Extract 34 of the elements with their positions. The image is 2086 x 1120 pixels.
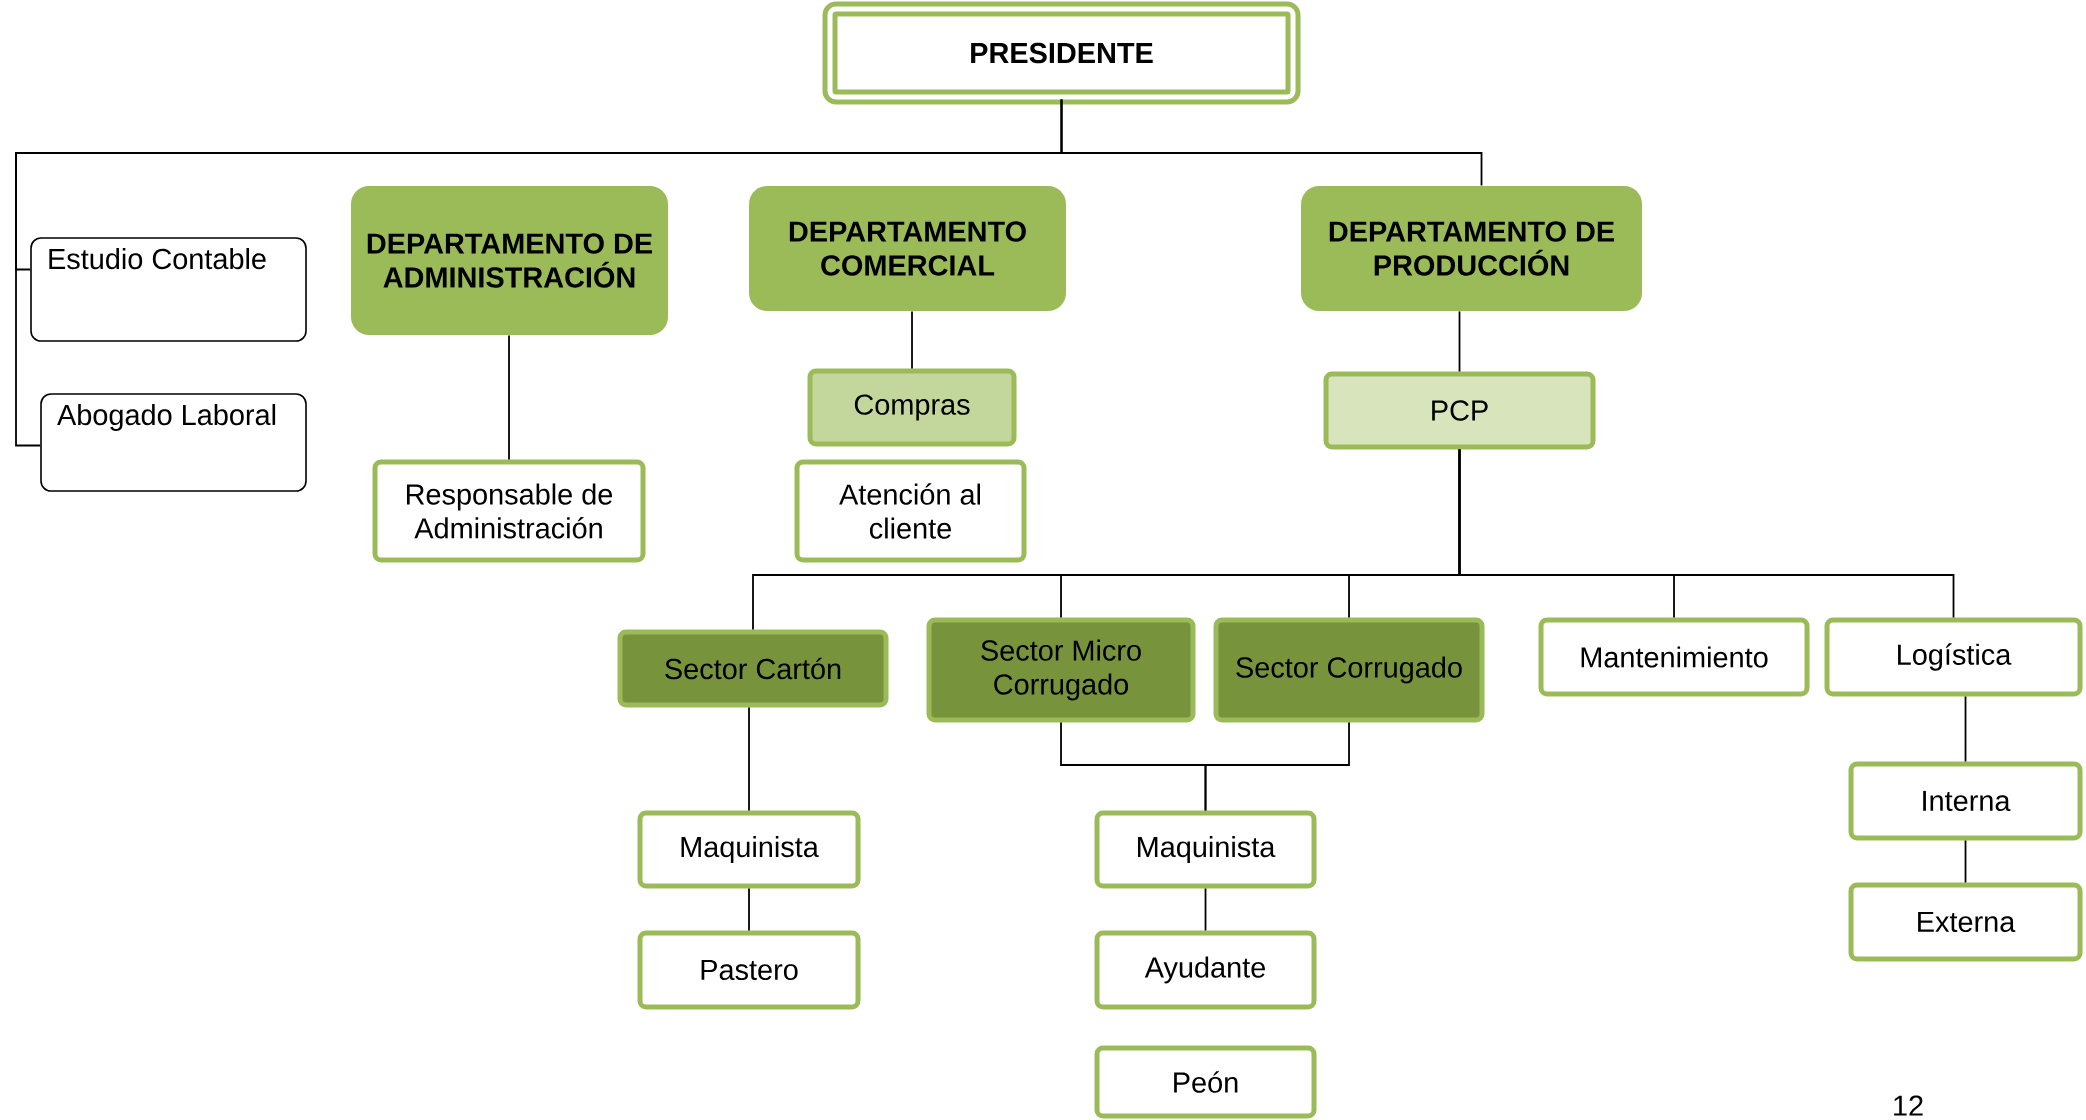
position-box: Pastero [637,930,861,1010]
sector-box: Sector Corrugado [1213,617,1485,723]
department-box: DEPARTAMENTO DE PRODUCCIÓN [1301,186,1642,311]
connector-line [1458,310,1461,373]
connector-line [748,887,750,932]
connector-line [911,310,913,370]
connector-line [1964,695,1967,763]
president-box: PRESIDENTE [822,1,1301,105]
position-box: Externa [1848,882,2083,962]
position-box: Atención al cliente [794,459,1027,563]
sector-box: Sector Cartón [617,629,889,708]
department-box: DEPARTAMENTO COMERCIAL [749,186,1066,311]
position-box: Compras [807,368,1017,447]
position-box: Maquinista [1094,810,1317,889]
department-box: DEPARTAMENTO DE ADMINISTRACIÓN [351,186,668,335]
position-box: Responsable de Administración [372,459,646,563]
position-box: Logística [1824,617,2083,697]
connector-line [1204,721,1350,812]
position-box: Mantenimiento [1538,617,1810,697]
connector-line [508,334,510,461]
position-box: Interna [1848,761,2083,841]
advisor-box: Estudio Contable [30,237,307,342]
connector-line [1458,448,1955,619]
connector-line [1964,839,1967,884]
page-number: 12 [1894,1095,1923,1116]
advisor-box: Abogado Laboral [40,393,307,492]
connector-line [748,706,750,812]
position-box: Peón [1094,1045,1317,1119]
position-box: Ayudante [1094,930,1317,1010]
position-box: PCP [1323,371,1596,450]
connector-line [1060,98,1483,187]
connector-line [1204,887,1207,932]
position-box: Maquinista [637,810,861,889]
sector-box: Sector Micro Corrugado [926,617,1196,723]
